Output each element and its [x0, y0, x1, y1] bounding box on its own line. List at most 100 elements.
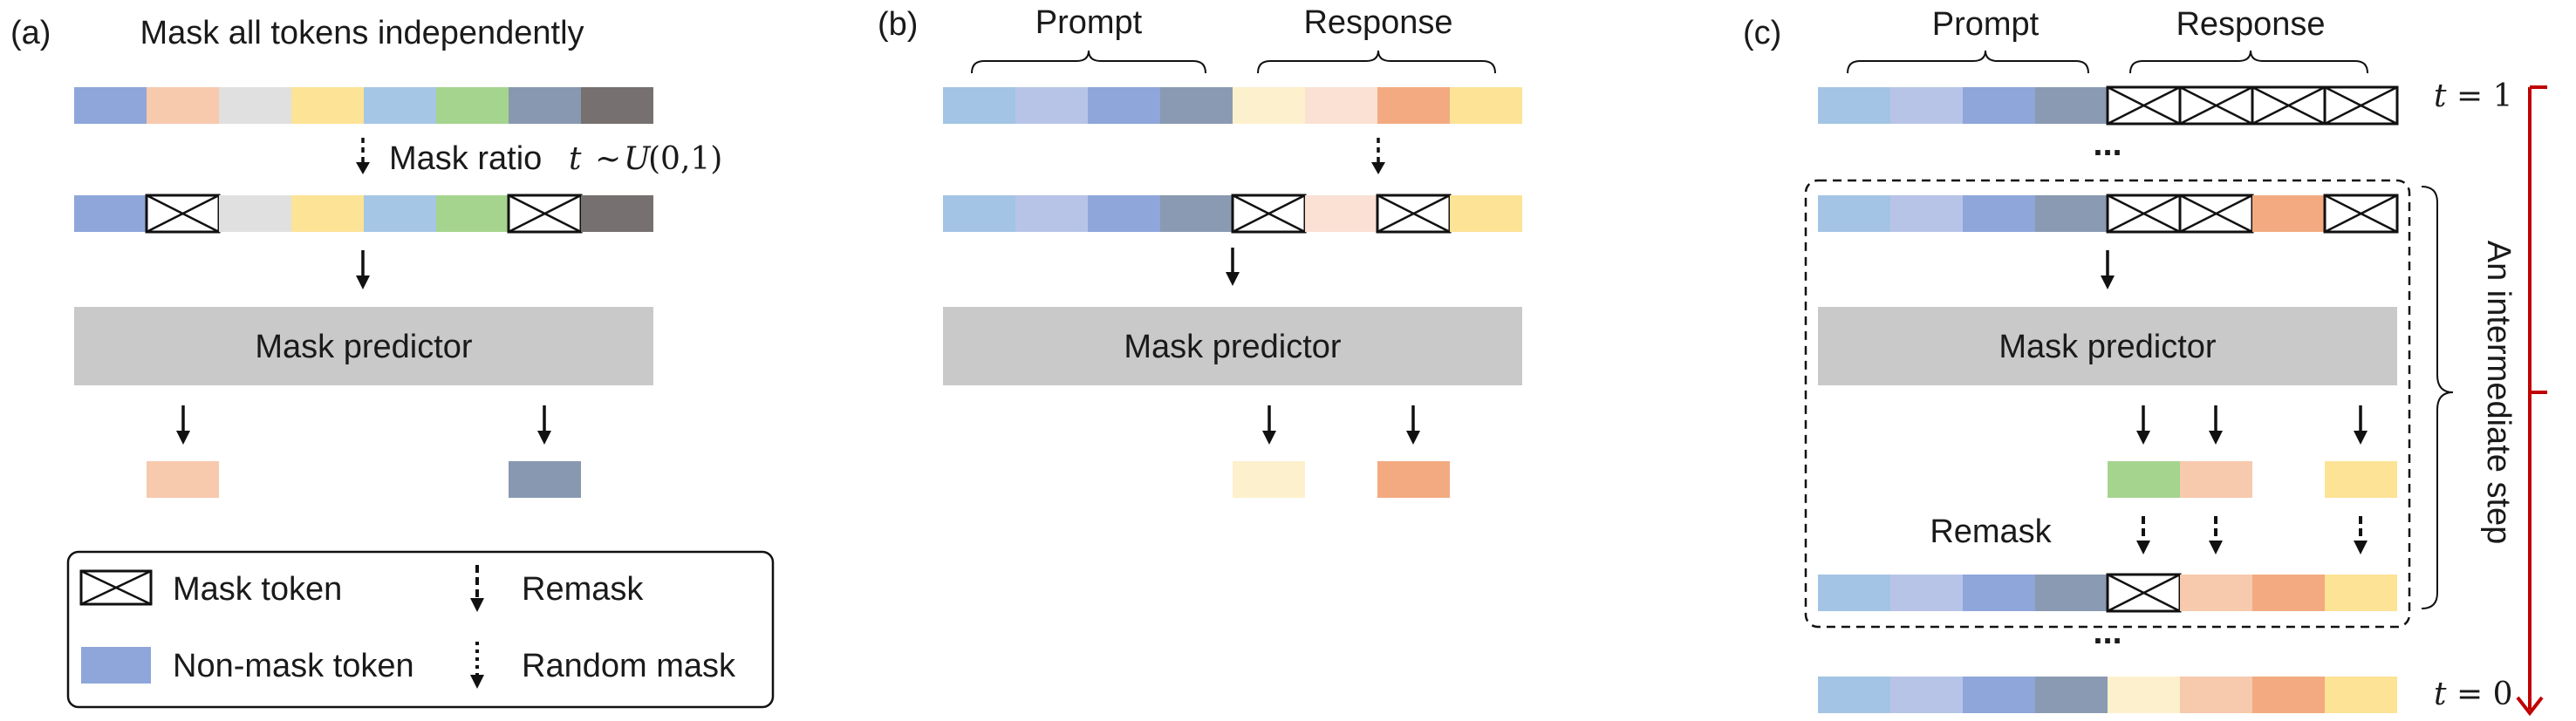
prompt-label-c: Prompt — [1932, 6, 2040, 43]
token-row-masked — [74, 194, 653, 234]
prompt-token — [1160, 87, 1233, 124]
legend-random-mask-arrow-icon — [470, 642, 484, 689]
token — [74, 87, 147, 124]
down-arrow — [356, 250, 370, 289]
mask-ratio-args: (0,1) — [648, 141, 722, 177]
prompt-token — [2035, 87, 2108, 124]
mask-token — [2323, 194, 2399, 234]
down-arrow — [2136, 405, 2150, 445]
ellipsis-bottom: ... — [2093, 613, 2122, 651]
prompt-token — [943, 87, 1015, 124]
panel-a-label: (a) — [10, 15, 51, 51]
token — [436, 195, 509, 232]
mask-token — [2106, 85, 2182, 126]
down-arrow — [1262, 405, 1276, 445]
mask-predictor-label-c: Mask predictor — [1999, 329, 2217, 365]
mask-token — [1231, 194, 1307, 234]
prompt-token — [1015, 87, 1088, 124]
prompt-token — [1160, 195, 1233, 232]
token — [509, 87, 581, 124]
mask-token — [145, 194, 221, 234]
t0-eq: = 0 — [2456, 677, 2513, 712]
mask-ratio-u: U — [624, 141, 652, 177]
remask-arrow — [2354, 516, 2368, 554]
token — [219, 87, 291, 124]
prompt-token — [1890, 575, 1963, 611]
mask-token — [1376, 194, 1452, 234]
intermediate-step-label: An intermediate step — [2480, 241, 2517, 545]
token — [364, 195, 436, 232]
token-row-original — [74, 87, 653, 124]
prompt-token — [1818, 575, 1890, 611]
prompt-token — [1818, 677, 1890, 713]
legend: Mask token Non-mask token Remask Random … — [66, 550, 775, 709]
intermediate-step-box — [1804, 179, 2411, 629]
t0-var: t — [2434, 677, 2447, 712]
predicted-token — [2108, 461, 2180, 498]
mask-token — [2106, 573, 2182, 613]
legend-non-mask-icon — [81, 647, 151, 684]
legend-remask: Remask — [522, 571, 644, 608]
prompt-token — [2035, 575, 2108, 611]
prompt-token — [1963, 677, 2035, 713]
response-token — [1450, 87, 1522, 124]
down-arrow — [537, 405, 551, 445]
token — [364, 87, 436, 124]
response-token — [1233, 87, 1305, 124]
intermediate-step-brace — [2421, 186, 2454, 609]
prompt-token — [1818, 195, 1890, 232]
panel-b: (b) Prompt Response — [878, 4, 1522, 498]
mask-predictor-c — [1818, 307, 2397, 385]
legend-mask-icon — [79, 569, 153, 606]
token-row-step-in — [1818, 194, 2399, 234]
response-token — [2252, 677, 2325, 713]
token-row-masked-b — [943, 194, 1522, 234]
random-mask-arrow — [1371, 138, 1385, 174]
response-brace-c — [2129, 50, 2368, 74]
token — [74, 195, 147, 232]
token-row-t1 — [1818, 85, 2399, 126]
remask-label: Remask — [1930, 514, 2052, 550]
remask-arrow — [2136, 516, 2150, 554]
predicted-token — [2180, 461, 2252, 498]
legend-random-mask: Random mask — [522, 648, 736, 684]
legend-remask-arrow-icon — [470, 565, 484, 612]
prompt-token — [943, 195, 1015, 232]
response-token — [1377, 87, 1450, 124]
down-arrow — [2101, 250, 2115, 289]
prompt-brace-c — [1847, 50, 2089, 74]
prompt-token — [1890, 87, 1963, 124]
panel-a-title: Mask all tokens independently — [140, 15, 584, 51]
mask-predictor-b — [943, 307, 1522, 385]
prompt-token — [2035, 677, 2108, 713]
response-token — [1305, 195, 1377, 232]
predicted-token — [1233, 461, 1305, 498]
mask-token — [2178, 85, 2254, 126]
response-token — [2325, 575, 2397, 611]
response-token — [2252, 575, 2325, 611]
token — [581, 87, 653, 124]
down-arrow — [1406, 405, 1420, 445]
down-arrow — [2354, 405, 2368, 445]
mask-token — [2178, 194, 2254, 234]
legend-box — [66, 550, 775, 709]
mask-token — [507, 194, 583, 234]
token — [219, 195, 291, 232]
response-label-b: Response — [1303, 4, 1452, 41]
prompt-token — [1890, 195, 1963, 232]
token-row-step-out — [1818, 573, 2397, 613]
predicted-token — [2325, 461, 2397, 498]
prompt-token — [1890, 677, 1963, 713]
prompt-token — [1088, 87, 1160, 124]
down-arrow — [1226, 248, 1240, 286]
panel-c: (c) Prompt Response — [1743, 6, 2547, 717]
mask-token — [2106, 194, 2182, 234]
mask-predictor-a — [74, 307, 653, 385]
panel-c-label: (c) — [1743, 15, 1781, 51]
t1-eq: = 1 — [2456, 78, 2513, 114]
legend-mask-token: Mask token — [173, 571, 342, 608]
response-token — [1450, 195, 1522, 232]
random-mask-arrow — [356, 138, 370, 174]
token — [291, 195, 364, 232]
response-token — [2325, 677, 2397, 713]
